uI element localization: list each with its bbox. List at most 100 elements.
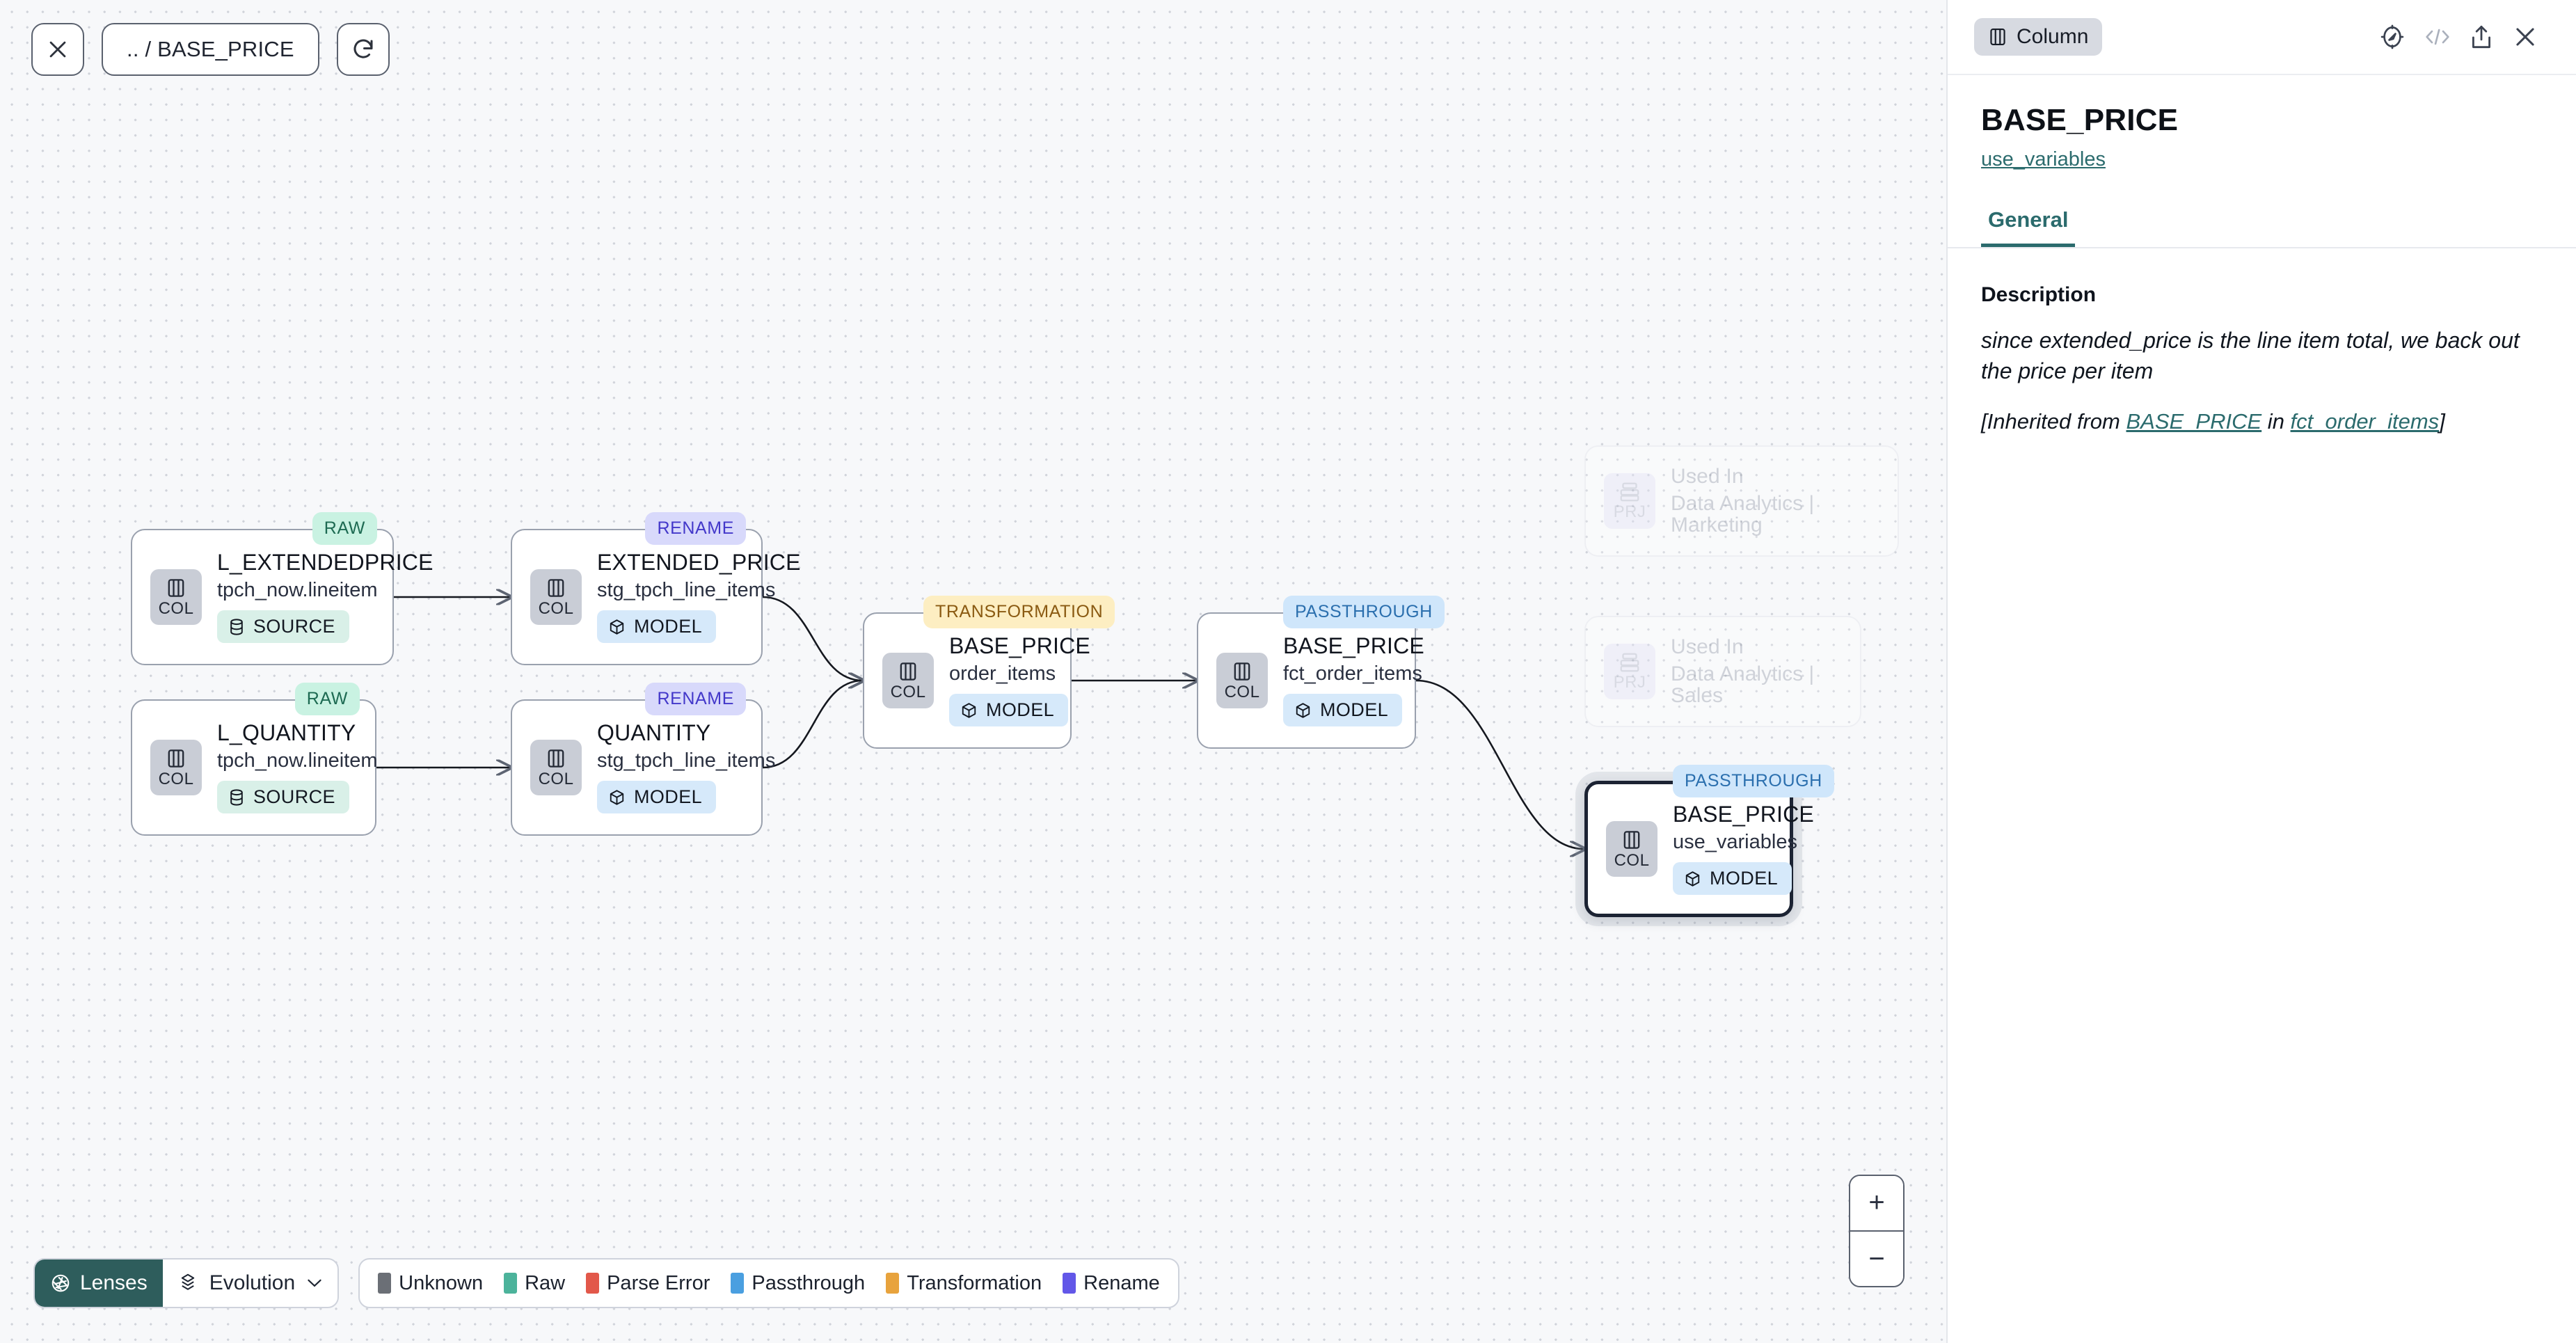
legend-item-parse-error[interactable]: Parse Error bbox=[586, 1272, 710, 1295]
node-tag: RENAME bbox=[645, 512, 746, 545]
legend-swatch bbox=[886, 1273, 900, 1294]
lineage-node[interactable]: PASSTHROUGH COL BASE_PRICE fct_order_ite… bbox=[1197, 596, 1445, 749]
cube-icon bbox=[962, 702, 976, 718]
node-chip-label: MODEL bbox=[1320, 699, 1389, 721]
column-icon bbox=[548, 579, 564, 597]
close-icon bbox=[49, 41, 66, 58]
code-icon bbox=[2426, 29, 2449, 45]
prj-badge: PRJ bbox=[1604, 644, 1655, 699]
edge-fct-usevariables bbox=[1415, 679, 1584, 849]
lineage-node-selected[interactable]: PASSTHROUGH COL BASE_PRICE use_variables… bbox=[1584, 765, 1834, 917]
node-title: L_QUANTITY bbox=[217, 720, 356, 745]
legend: Unknown Raw Parse Error Passthrough Tran… bbox=[358, 1258, 1179, 1308]
panel-header: Column bbox=[1948, 0, 2576, 75]
close-panel-button[interactable] bbox=[2512, 24, 2538, 50]
node-subtitle: use_variables bbox=[1673, 830, 1797, 853]
zoom-divider bbox=[1850, 1230, 1903, 1232]
share-button[interactable] bbox=[2470, 24, 2493, 50]
col-badge-label: COL bbox=[538, 770, 574, 788]
evolution-label: Evolution bbox=[209, 1271, 296, 1294]
node-chip-label: MODEL bbox=[986, 699, 1055, 721]
column-icon bbox=[168, 749, 184, 768]
legend-label: Parse Error bbox=[607, 1271, 710, 1294]
node-tag: PASSTHROUGH bbox=[1673, 765, 1834, 797]
database-icon bbox=[230, 618, 243, 635]
used-in-title: Used In bbox=[1671, 465, 1744, 488]
lineage-node[interactable]: RENAME COL EXTENDED_PRICE stg_tpch_line_… bbox=[511, 512, 800, 665]
inherited-middle: in bbox=[2261, 409, 2291, 434]
close-icon bbox=[2516, 28, 2534, 46]
col-badge-label: COL bbox=[1614, 851, 1650, 870]
project-icon bbox=[1620, 482, 1639, 502]
node-tag: RAW bbox=[294, 683, 360, 715]
entity-kind-pill[interactable]: Column bbox=[1974, 18, 2103, 56]
inherited-suffix: ] bbox=[2439, 409, 2445, 434]
tab-general[interactable]: General bbox=[1981, 207, 2076, 247]
zoom-in-button[interactable]: + bbox=[1850, 1175, 1903, 1230]
node-tag: RAW bbox=[312, 512, 377, 545]
explore-button[interactable] bbox=[2379, 24, 2406, 50]
column-icon bbox=[1623, 831, 1640, 849]
prj-badge: PRJ bbox=[1604, 473, 1655, 529]
legend-item-transformation[interactable]: Transformation bbox=[886, 1272, 1042, 1295]
chevron-down-icon bbox=[308, 1279, 321, 1287]
legend-item-passthrough[interactable]: Passthrough bbox=[731, 1272, 865, 1295]
legend-item-rename[interactable]: Rename bbox=[1063, 1272, 1160, 1295]
refresh-icon bbox=[353, 39, 373, 58]
lenses-button[interactable]: Lenses bbox=[35, 1259, 163, 1307]
lineage-node[interactable]: RENAME COL QUANTITY stg_tpch_line_items … bbox=[511, 683, 775, 836]
used-in-body: Used In Data Analytics | Marketing bbox=[1671, 466, 1879, 537]
cube-icon bbox=[1685, 871, 1700, 887]
close-graph-button[interactable] bbox=[31, 23, 84, 76]
aperture-icon bbox=[51, 1274, 70, 1292]
legend-label: Passthrough bbox=[752, 1271, 866, 1294]
node-chip-label: SOURCE bbox=[253, 616, 335, 637]
legend-item-unknown[interactable]: Unknown bbox=[378, 1272, 483, 1295]
parent-model-link[interactable]: use_variables bbox=[1981, 148, 2106, 170]
col-badge-label: COL bbox=[538, 599, 574, 618]
col-badge: COL bbox=[1216, 653, 1268, 708]
zoom-out-button[interactable]: − bbox=[1850, 1232, 1903, 1286]
canvas-toolbar: .. / BASE_PRICE bbox=[31, 23, 390, 76]
column-icon bbox=[900, 662, 916, 681]
used-in-title: Used In bbox=[1671, 635, 1744, 659]
node-title: BASE_PRICE bbox=[949, 633, 1090, 658]
refresh-button[interactable] bbox=[336, 23, 390, 76]
lineage-node[interactable]: RAW COL L_QUANTITY tpch_now.lineitem SOU… bbox=[131, 683, 378, 836]
node-tag: PASSTHROUGH bbox=[1283, 596, 1445, 628]
used-in-card-sales[interactable]: PRJ Used In Data Analytics | Sales bbox=[1584, 616, 1861, 727]
node-type-chip: SOURCE bbox=[217, 781, 349, 814]
legend-swatch bbox=[586, 1273, 600, 1294]
description-text: since extended_price is the line item to… bbox=[1981, 328, 2520, 384]
node-type-chip: SOURCE bbox=[217, 610, 349, 644]
cube-icon bbox=[1296, 702, 1310, 718]
used-in-card-marketing[interactable]: PRJ Used In Data Analytics | Marketing bbox=[1584, 445, 1899, 557]
details-panel: Column bbox=[1946, 0, 2576, 1343]
inherited-column-link[interactable]: BASE_PRICE bbox=[2126, 409, 2262, 434]
breadcrumb[interactable]: .. / BASE_PRICE bbox=[102, 23, 319, 76]
inherited-model-link[interactable]: fct_order_items bbox=[2290, 409, 2440, 434]
lineage-node[interactable]: TRANSFORMATION COL BASE_PRICE order_item… bbox=[863, 596, 1115, 749]
prj-badge-label: PRJ bbox=[1613, 502, 1646, 521]
legend-label: Unknown bbox=[399, 1271, 484, 1294]
lineage-node[interactable]: RAW COL L_EXTENDEDPRICE tpch_now.lineite… bbox=[131, 512, 433, 665]
col-badge-label: COL bbox=[1224, 683, 1260, 701]
legend-label: Rename bbox=[1083, 1271, 1160, 1294]
lineage-canvas[interactable]: .. / BASE_PRICE bbox=[0, 0, 1946, 1343]
evolution-dropdown[interactable]: Evolution bbox=[163, 1259, 337, 1307]
view-code-button[interactable] bbox=[2424, 26, 2451, 47]
description-label: Description bbox=[1981, 283, 2097, 306]
node-subtitle: tpch_now.lineitem bbox=[217, 578, 378, 601]
col-badge-label: COL bbox=[158, 599, 194, 618]
node-body: L_EXTENDEDPRICE tpch_now.lineitem SOURCE bbox=[217, 550, 434, 644]
node-tag: TRANSFORMATION bbox=[923, 596, 1115, 628]
cube-icon bbox=[610, 789, 624, 805]
node-chip-label: MODEL bbox=[634, 616, 703, 637]
node-subtitle: tpch_now.lineitem bbox=[217, 749, 378, 772]
page-title: BASE_PRICE bbox=[1981, 103, 2179, 137]
legend-item-raw[interactable]: Raw bbox=[504, 1272, 565, 1295]
legend-label: Transformation bbox=[907, 1271, 1042, 1294]
node-chip-label: MODEL bbox=[634, 786, 703, 808]
node-type-chip: MODEL bbox=[949, 694, 1069, 727]
